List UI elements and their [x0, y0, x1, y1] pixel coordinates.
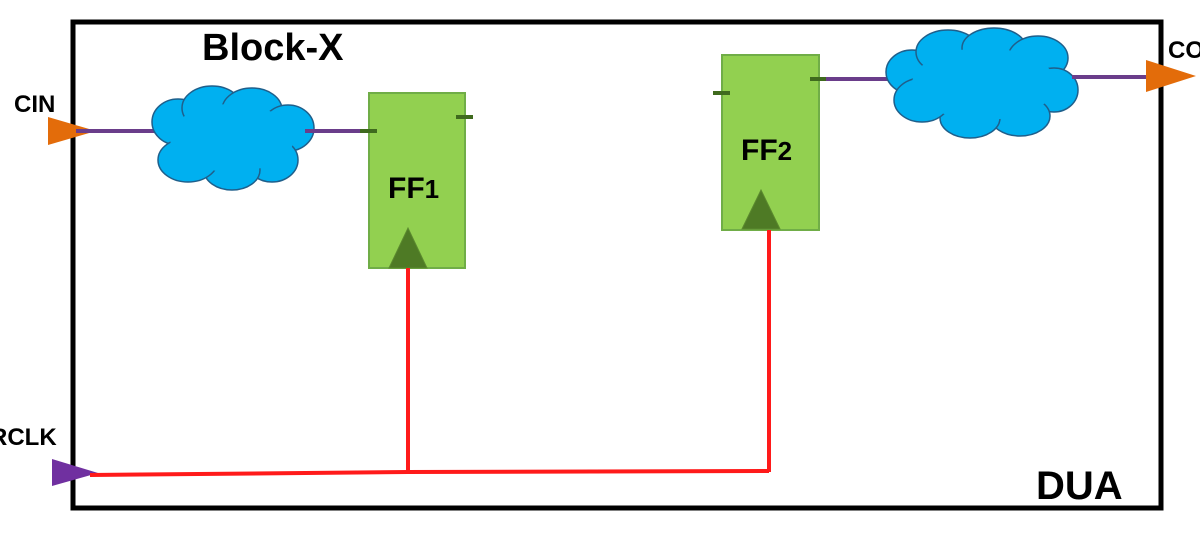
- ff2-clock-triangle: [741, 188, 781, 230]
- clock-port-arrow: [52, 459, 98, 486]
- ff2-label: FF2: [741, 134, 792, 167]
- input-port-arrow: [48, 117, 96, 145]
- clock-net: [89, 230, 771, 477]
- clock-wire-trunk: [89, 469, 770, 477]
- block-title: Block-X: [202, 27, 344, 69]
- ff1-label: FF1: [388, 172, 439, 205]
- flip-flop-1: FF1: [360, 92, 473, 269]
- logic-cloud-2: [885, 27, 1079, 139]
- output-port-label: CO: [1168, 37, 1200, 64]
- input-port-label: CIN: [14, 91, 55, 118]
- clock-port-label: RCLK: [0, 424, 57, 451]
- flip-flop-2: FF2: [713, 54, 828, 231]
- block-name-label: DUA: [1036, 464, 1123, 508]
- dua-block-border: [70, 19, 1164, 511]
- logic-cloud-1: [151, 85, 315, 191]
- output-port-arrow: [1146, 60, 1196, 92]
